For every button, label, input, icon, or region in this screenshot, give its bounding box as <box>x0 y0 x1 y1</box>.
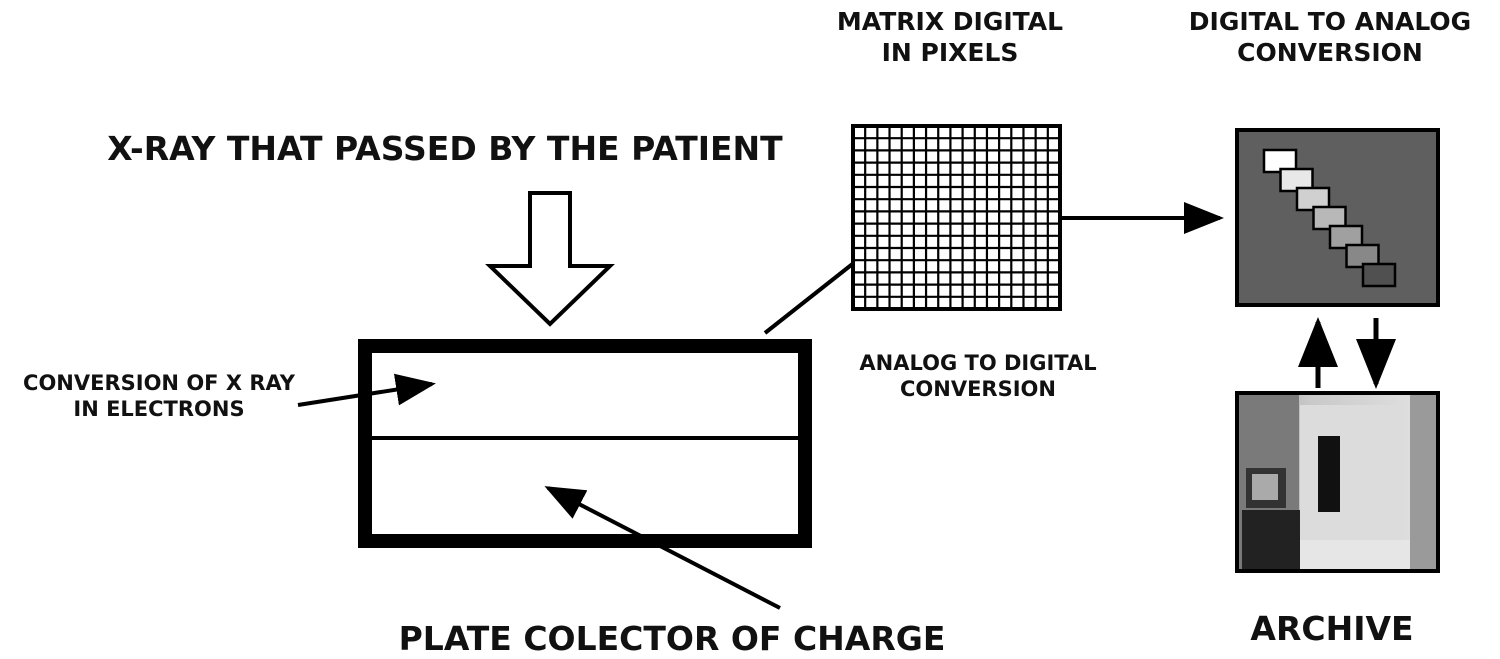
grey-step <box>1361 262 1397 288</box>
d2a-label-line1: DIGITAL TO ANALOG <box>1188 7 1472 36</box>
archive-label: ARCHIVE <box>1250 609 1414 648</box>
xray-down-arrow <box>485 191 615 327</box>
xray-patient-label: X-RAY THAT PASSED BY THE PATIENT <box>107 129 783 168</box>
d2a-label: DIGITAL TO ANALOG CONVERSION <box>1160 6 1500 69</box>
plate-label: PLATE COLECTOR OF CHARGE <box>398 619 946 658</box>
matrix-label: MATRIX DIGITAL IN PIXELS <box>790 6 1110 69</box>
conversion-arrow <box>297 373 436 407</box>
archive-photo <box>1235 391 1440 573</box>
detector-plate <box>358 339 812 548</box>
matrix-label-line2: IN PIXELS <box>881 38 1019 68</box>
pixel-matrix <box>851 124 1062 311</box>
analog-screen <box>1235 128 1440 307</box>
d2a-label-line2: CONVERSION <box>1237 38 1423 68</box>
plate-arrow <box>544 486 781 610</box>
conversion-label: CONVERSION OF X RAY IN ELECTRONS <box>0 370 318 423</box>
conversion-label-line1: CONVERSION OF X RAY <box>23 371 295 395</box>
conversion-label-line2: IN ELECTRONS <box>73 397 245 422</box>
matrix-label-line1: MATRIX DIGITAL <box>836 7 1064 36</box>
a2d-label-line2: CONVERSION <box>900 377 1056 402</box>
a2d-label-line1: ANALOG TO DIGITAL <box>859 351 1097 375</box>
a2d-label: ANALOG TO DIGITAL CONVERSION <box>828 350 1128 403</box>
plate-to-matrix-line <box>763 260 857 335</box>
